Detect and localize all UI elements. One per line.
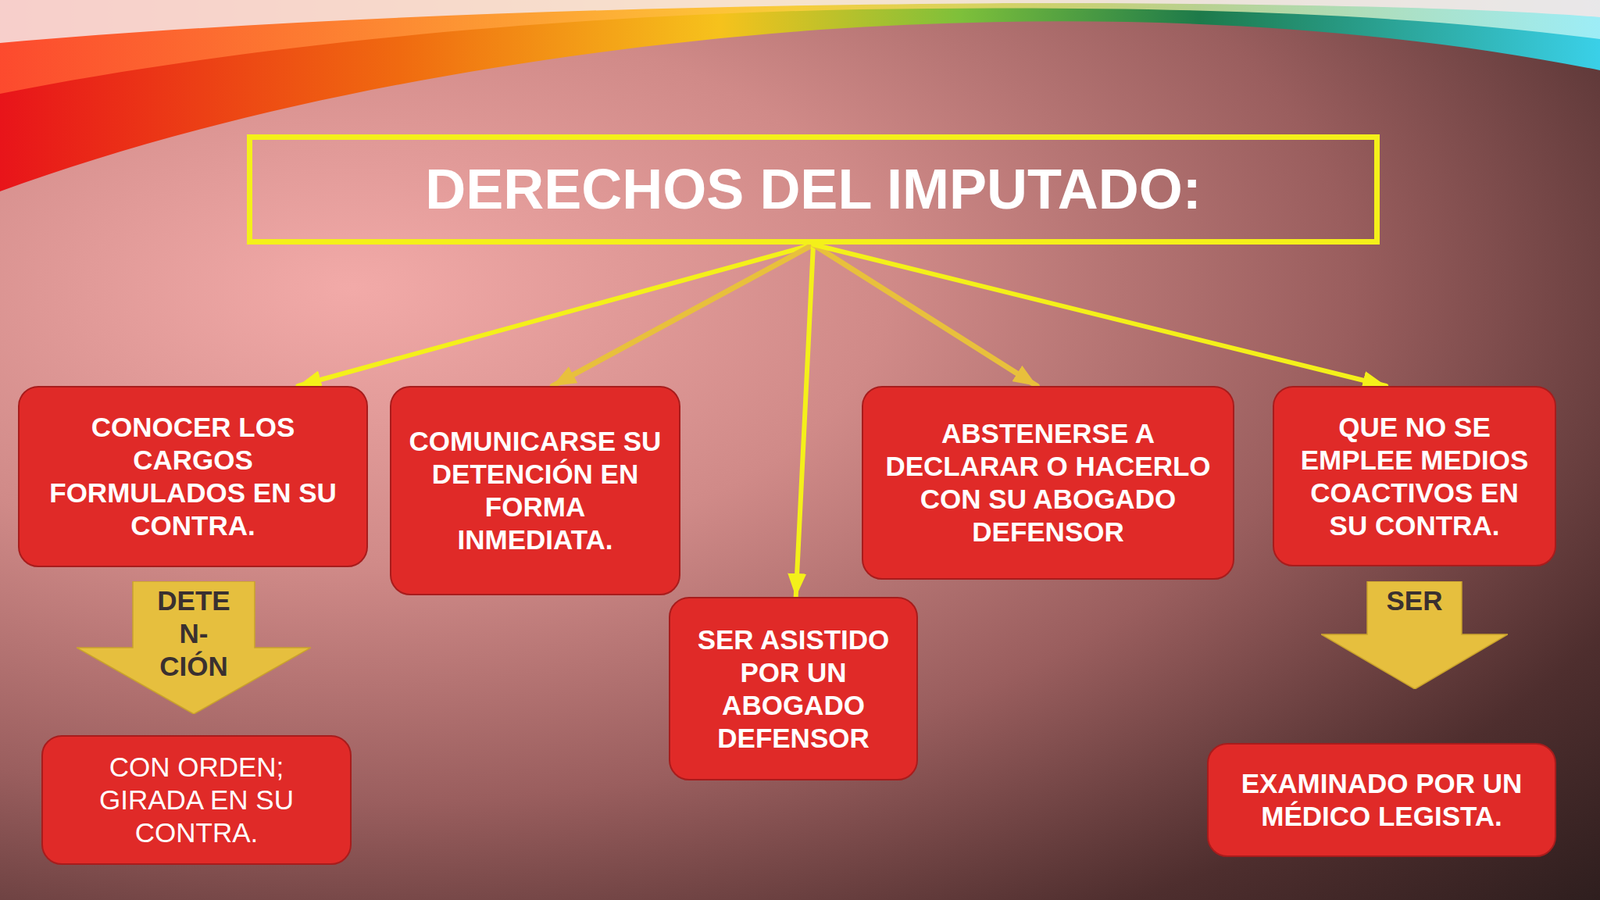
node-text: DETE N- CIÓN <box>146 584 241 683</box>
title-box: DERECHOS DEL IMPUTADO: <box>246 134 1380 245</box>
node-text: ABSTENERSE A DECLARAR O HACERLO CON SU A… <box>878 417 1218 549</box>
block-arrow-fill <box>76 581 311 715</box>
process-box: QUE NO SE EMPLEE MEDIOS COACTIVOS EN SU … <box>1272 385 1557 567</box>
swoosh-band <box>0 0 1600 43</box>
node-text: SER <box>1367 584 1462 618</box>
process-box: SER ASISTIDO POR UN ABOGADO DEFENSOR <box>668 596 918 781</box>
node-text: COMUNICARSE SU DETENCIÓN EN FORMA INMEDI… <box>407 425 664 557</box>
node-text: CON ORDEN; GIRADA EN SU CONTRA. <box>58 750 335 850</box>
connector-arrow <box>813 244 1386 386</box>
process-box: ABSTENERSE A DECLARAR O HACERLO CON SU A… <box>861 385 1235 580</box>
node-text: SER ASISTIDO POR UN ABOGADO DEFENSOR <box>685 623 901 755</box>
process-box: CON ORDEN; GIRADA EN SU CONTRA. <box>41 735 352 865</box>
swoosh-band <box>0 0 1600 94</box>
connector-arrow <box>552 244 814 386</box>
connector-arrow <box>297 244 814 386</box>
block-arrow: SER <box>1321 581 1508 690</box>
connector-arrow <box>796 244 814 597</box>
process-box: CONOCER LOS CARGOS FORMULADOS EN SU CONT… <box>17 385 368 568</box>
process-box: COMUNICARSE SU DETENCIÓN EN FORMA INMEDI… <box>389 385 681 596</box>
node-text: DERECHOS DEL IMPUTADO: <box>425 158 1201 221</box>
block-arrow-fill <box>1321 581 1508 690</box>
block-arrow: DETE N- CIÓN <box>76 581 311 715</box>
connector-arrow <box>813 244 1037 386</box>
node-text: EXAMINADO POR UN MÉDICO LEGISTA. <box>1224 767 1540 833</box>
node-text: QUE NO SE EMPLEE MEDIOS COACTIVOS EN SU … <box>1289 410 1540 543</box>
process-box: EXAMINADO POR UN MÉDICO LEGISTA. <box>1207 742 1557 858</box>
node-text: CONOCER LOS CARGOS FORMULADOS EN SU CONT… <box>35 410 351 543</box>
